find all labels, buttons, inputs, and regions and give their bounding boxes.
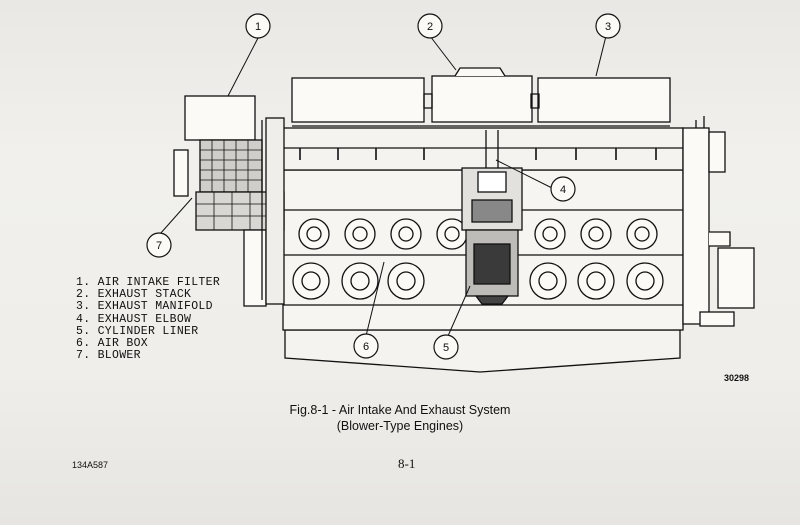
caption-line-1: Fig.8-1 - Air Intake And Exhaust System xyxy=(289,403,511,417)
callout-5-circle xyxy=(433,334,459,360)
legend-item: 7. BLOWER xyxy=(76,349,141,363)
figure-caption: Fig.8-1 - Air Intake And Exhaust System … xyxy=(250,402,550,434)
callout-7-label: 7 xyxy=(156,240,162,252)
legend-item: 5. CYLINDER LINER xyxy=(76,324,199,338)
figure-id: 30298 xyxy=(724,373,750,383)
exhaust-manifold-center xyxy=(431,75,533,123)
callout-7-circle xyxy=(146,232,172,258)
parts-legend: 1. AIR INTAKE FILTER 2. EXHAUST STACK 3.… xyxy=(76,276,221,363)
page-number: 8-1 xyxy=(398,456,416,471)
callout-3-label: 3 xyxy=(605,21,611,33)
legend-item: 1. AIR INTAKE FILTER xyxy=(76,276,221,289)
callout-2-label: 2 xyxy=(427,21,433,33)
legend-item: 3. EXHAUST MANIFOLD xyxy=(76,300,213,314)
caption-line-2: (Blower-Type Engines) xyxy=(336,419,464,433)
callout-4-circle xyxy=(550,176,576,202)
legend-item: 4. EXHAUST ELBOW xyxy=(76,312,192,326)
callout-3-circle xyxy=(595,13,621,39)
oil-pan xyxy=(284,329,681,373)
legend-item: 2. EXHAUST STACK xyxy=(76,288,192,302)
callout-5-label: 5 xyxy=(443,342,449,354)
air-intake-filter xyxy=(184,95,256,141)
callout-1-circle xyxy=(245,13,271,39)
engine-diagram: 1 2 3 4 5 6 7 xyxy=(146,13,755,373)
legend-item: 6. AIR BOX xyxy=(76,337,149,351)
callout-6-label: 6 xyxy=(363,341,369,353)
exhaust-manifold-left xyxy=(291,77,425,123)
callout-6-circle xyxy=(353,333,379,359)
callout-4-label: 4 xyxy=(560,184,566,196)
callout-1-label: 1 xyxy=(255,21,261,33)
document-number: 134A587 xyxy=(72,460,109,470)
callout-2-circle xyxy=(417,13,443,39)
exhaust-manifold-right xyxy=(537,77,671,123)
exhaust-stack xyxy=(454,67,506,77)
